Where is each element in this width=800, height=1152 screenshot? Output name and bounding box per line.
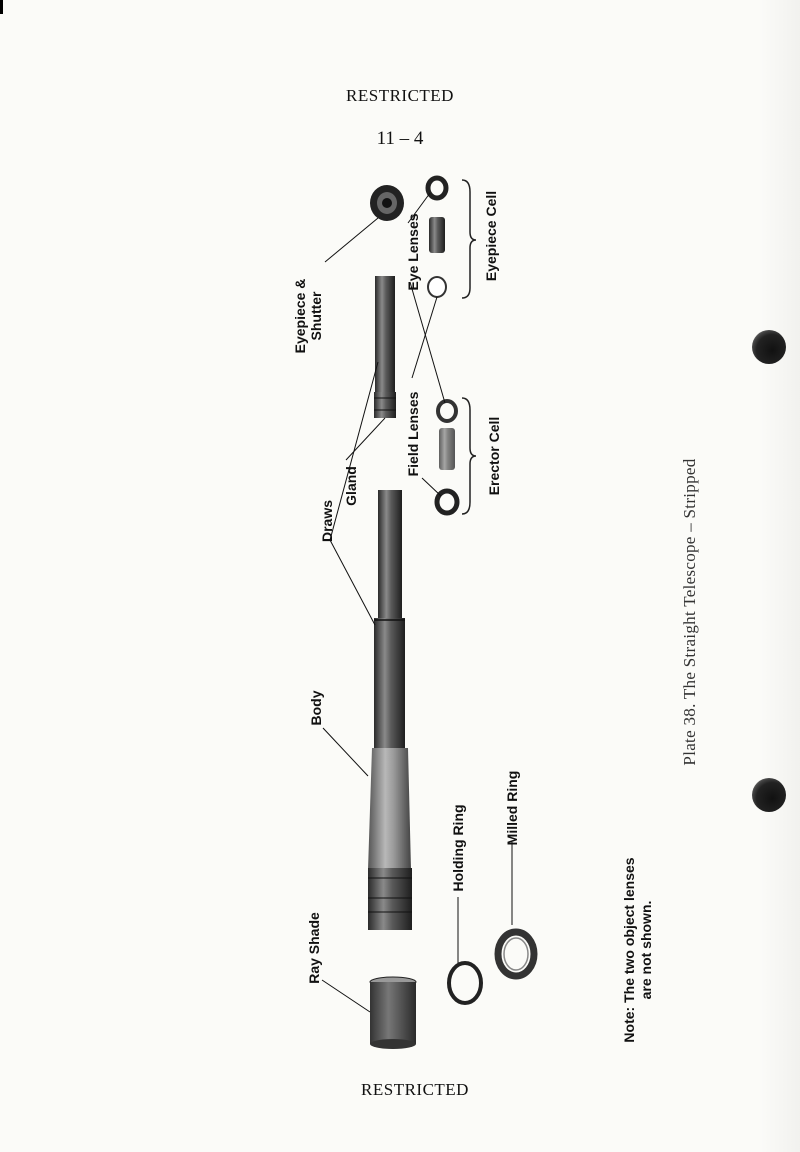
label-gland: Gland	[343, 466, 359, 506]
milled-ring-part	[494, 928, 538, 980]
label-eyepiece-shutter-line1: Eyepiece &	[292, 278, 308, 354]
label-eyepiece-cell: Eyepiece Cell	[483, 190, 499, 282]
eyepiece-shutter-part	[370, 185, 404, 221]
binder-hole-bottom	[752, 778, 786, 812]
erector-cell-bracket	[461, 397, 477, 515]
main-draw-tube	[374, 490, 405, 748]
label-eye-lenses: Eye Lenses	[405, 213, 421, 291]
page-number: 11 – 4	[376, 128, 424, 149]
eyepiece-cell-bracket	[461, 179, 477, 299]
header-classification: RESTRICTED	[346, 86, 454, 105]
erector-cell-tube	[439, 428, 455, 470]
note-line2: are not shown.	[638, 900, 654, 1000]
footer-classification: RESTRICTED	[361, 1080, 469, 1099]
note-line1: Note: The two object lenses	[621, 857, 637, 1043]
label-holding-ring: Holding Ring	[450, 804, 466, 892]
field-lens-top	[436, 399, 458, 423]
holding-ring-part	[447, 961, 483, 1005]
label-eyepiece-shutter-line2: Shutter	[308, 291, 324, 341]
scan-mark	[0, 0, 3, 14]
field-lens-bottom	[434, 488, 460, 516]
plate-caption: Plate 38. The Straight Telescope – Strip…	[680, 458, 699, 766]
note-object-lenses: Note: The two object lenses are not show…	[621, 857, 655, 1042]
label-draws: Draws	[319, 499, 335, 543]
eyepiece-cell-tube	[429, 217, 445, 253]
label-field-lenses: Field Lenses	[405, 391, 421, 477]
label-erector-cell: Erector Cell	[486, 416, 502, 496]
leader-lines	[321, 192, 513, 1013]
label-eyepiece-shutter: Eyepiece & Shutter	[292, 279, 324, 354]
upper-draw-tube	[374, 276, 396, 418]
label-milled-ring: Milled Ring	[504, 770, 520, 846]
binder-hole-top	[752, 330, 786, 364]
eye-lens-bottom	[427, 276, 447, 298]
label-ray-shade: Ray Shade	[306, 912, 322, 984]
page-edge-shadow	[760, 0, 800, 1152]
body-tube	[368, 748, 412, 930]
eye-lens-top	[425, 175, 449, 201]
ray-shade-part	[369, 976, 417, 1049]
label-body: Body	[308, 690, 324, 726]
